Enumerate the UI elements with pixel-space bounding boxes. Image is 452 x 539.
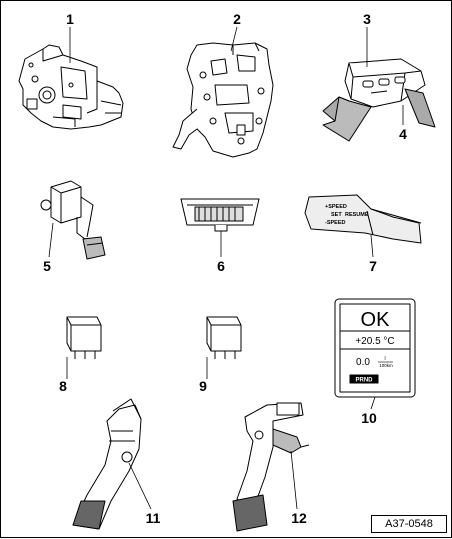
callout-6: 6 (217, 258, 225, 274)
relay-drawing-8 (66, 316, 102, 359)
cruise-control-stalk-drawing (304, 194, 422, 244)
callout-leaders (48, 26, 404, 510)
display-unit-top: l (384, 356, 385, 362)
callout-4: 4 (399, 126, 407, 142)
instrument-display-drawing (334, 298, 416, 398)
callout-2: 2 (233, 11, 241, 27)
control-unit-housing-drawing (18, 44, 124, 130)
callout-11: 11 (146, 510, 161, 526)
solenoid-drawing (40, 180, 106, 260)
stalk-label-set: SET (331, 212, 342, 218)
callout-5: 5 (43, 258, 51, 274)
callout-1: 1 (66, 11, 74, 27)
stalk-label-speed-up: +SPEED (325, 204, 347, 210)
display-status: OK (361, 309, 391, 331)
display-unit-bottom: 100km (379, 363, 393, 368)
display-texts: OK +20.5 °C 0.0 l 100km PRND (355, 309, 394, 384)
accelerator-pedal-drawing (72, 398, 142, 530)
display-gear-indicator: PRND (355, 378, 373, 384)
brake-pedal-drawing (232, 402, 310, 532)
callout-12: 12 (291, 510, 307, 526)
relay-drawing-9 (206, 316, 242, 359)
callout-3: 3 (363, 11, 371, 27)
selector-mechanism-drawing (322, 58, 436, 142)
valve-body-drawing (172, 42, 274, 158)
display-consumption: 0.0 (356, 357, 370, 368)
figure-id-label: A37-0548 (371, 515, 447, 533)
callout-7: 7 (369, 258, 377, 274)
control-unit-connector-drawing (180, 198, 260, 232)
callout-9: 9 (199, 378, 207, 394)
stalk-label-speed-down: -SPEED (325, 220, 346, 226)
display-temperature: +20.5 °C (355, 336, 394, 347)
callout-10: 10 (361, 410, 377, 426)
stalk-label-resume: RESUME (345, 212, 369, 218)
cruise-stalk-labels: +SPEED SET RESUME -SPEED (325, 204, 369, 226)
callout-8: 8 (59, 378, 67, 394)
callout-numbers: 1 2 3 4 5 6 7 8 9 10 11 12 (43, 11, 407, 526)
